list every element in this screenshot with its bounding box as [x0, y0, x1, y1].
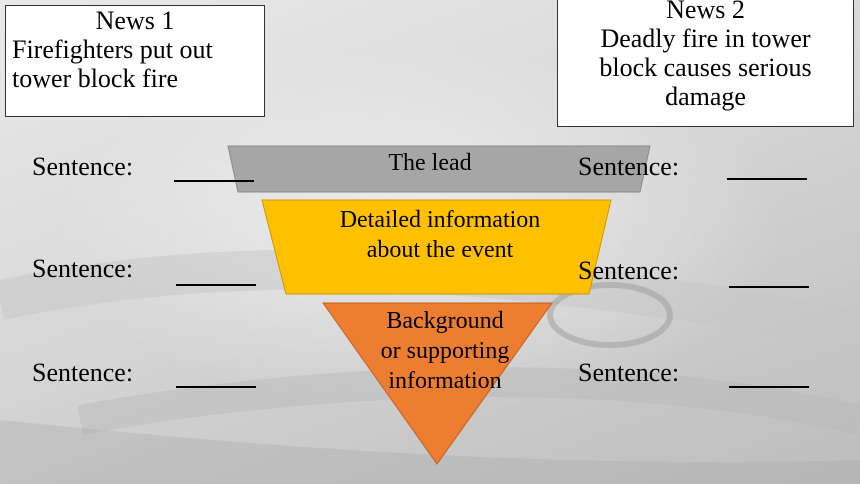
answer-blank-right-3[interactable]	[729, 386, 809, 388]
news-1-box: News 1 Firefighters put out tower block …	[5, 5, 265, 117]
sentence-label-left-2: Sentence:	[32, 254, 134, 283]
news-2-headline-line3: damage	[665, 82, 746, 111]
news-2-title: News 2	[666, 0, 745, 24]
answer-blank-left-3[interactable]	[176, 386, 256, 388]
news-2-box: News 2 Deadly fire in tower block causes…	[557, 0, 854, 127]
answer-blank-left-2[interactable]	[176, 284, 256, 286]
answer-blank-right-1[interactable]	[727, 178, 807, 180]
news-1-headline-line1: Firefighters put out	[12, 35, 213, 64]
news-1-title: News 1	[95, 6, 175, 35]
sentence-label-left-1: Sentence:	[32, 152, 134, 181]
sentence-label-right-1: Sentence:	[578, 152, 680, 181]
answer-blank-left-1[interactable]	[174, 180, 254, 182]
sentence-label-right-3: Sentence:	[578, 358, 680, 387]
news-1-headline-line2: tower block fire	[12, 64, 179, 93]
answer-blank-right-2[interactable]	[729, 286, 809, 288]
tier-background-text: Background or supporting information	[380, 308, 510, 394]
news-2-headline-line2: block causes serious	[599, 53, 812, 82]
tier-detail-shape	[261, 199, 612, 295]
tier-lead-text: The lead	[388, 150, 472, 176]
tier-detail-text: Detailed information about the event	[339, 207, 541, 263]
tier-background-shape	[322, 302, 553, 465]
tier-lead-shape	[227, 145, 651, 193]
sentence-label-right-2: Sentence:	[578, 256, 680, 285]
news-2-headline-line1: Deadly fire in tower	[600, 24, 811, 53]
sentence-label-left-3: Sentence:	[32, 358, 134, 387]
